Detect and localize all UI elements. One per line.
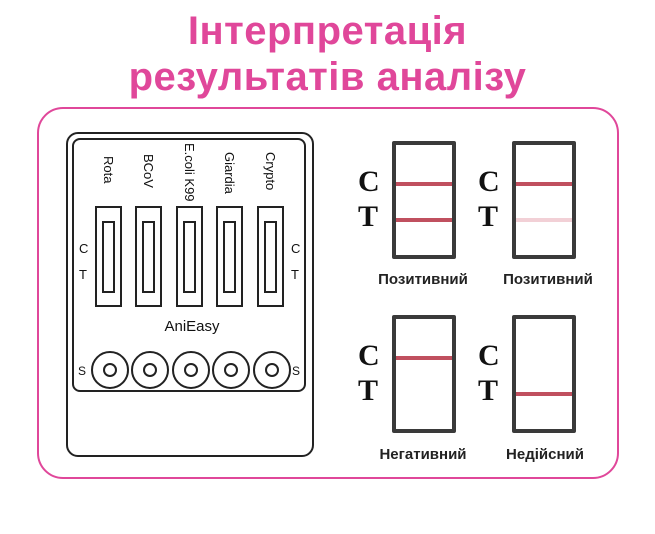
example-strip-positive-1 [392, 141, 456, 259]
cassette-t-right: T [291, 267, 299, 282]
example-strip-negative [392, 315, 456, 433]
example-3-t-letter: T [358, 374, 379, 407]
cassette-c-left: C [79, 241, 89, 256]
cassette-t-left: T [79, 267, 87, 282]
sample-well-2 [131, 351, 169, 389]
strip-label-ecoli: E.coli K99 [182, 143, 197, 202]
example-3-c-letter: C [358, 339, 380, 372]
cassette-window-panel [72, 138, 306, 392]
title-line-1: Інтерпретація [187, 9, 468, 53]
caption-positive-2: Позитивний [503, 271, 593, 288]
example-1-t-letter: T [358, 200, 379, 233]
example-2-c-letter: C [478, 165, 500, 198]
test-well-ecoli [176, 206, 203, 307]
control-line [516, 182, 572, 186]
caption-positive-1: Позитивний [378, 271, 468, 288]
sample-well-5 [253, 351, 291, 389]
sample-letter-left: S [78, 364, 87, 378]
sample-well-4 [212, 351, 250, 389]
sample-well-3 [172, 351, 210, 389]
content-frame [37, 107, 619, 479]
brand-label: AniEasy [164, 318, 220, 335]
cassette-c-right: C [291, 241, 301, 256]
test-line [516, 392, 572, 396]
test-well-crypto [257, 206, 284, 307]
example-4-t-letter: T [478, 374, 499, 407]
test-well-bcov [135, 206, 162, 307]
example-4-c-letter: C [478, 339, 500, 372]
test-line [396, 218, 452, 222]
test-well-giardia [216, 206, 243, 307]
control-line [396, 182, 452, 186]
example-strip-invalid [512, 315, 576, 433]
sample-well-1 [91, 351, 129, 389]
title-line-2: результатів аналізу [128, 55, 527, 99]
control-line [396, 356, 452, 360]
caption-negative: Негативний [379, 446, 467, 463]
example-1-c-letter: C [358, 165, 380, 198]
test-line [516, 218, 572, 222]
sample-letter-right: S [292, 364, 301, 378]
example-2-t-letter: T [478, 200, 499, 233]
test-well-rota [95, 206, 122, 307]
caption-invalid: Недійсний [506, 446, 584, 463]
example-strip-positive-2 [512, 141, 576, 259]
